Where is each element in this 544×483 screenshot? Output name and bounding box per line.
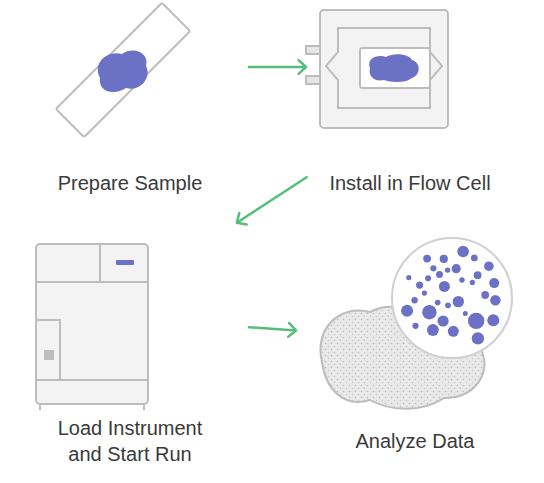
step-caption: Analyze Data <box>315 428 515 454</box>
flow-arrow <box>249 323 296 337</box>
process-step: Install in Flow Cell <box>310 0 510 200</box>
step-caption: Install in Flow Cell <box>310 170 510 196</box>
process-step: Analyze Data <box>300 225 530 460</box>
flow-arrow <box>249 60 306 74</box>
flow-arrow <box>237 177 307 224</box>
process-step: Prepare Sample <box>15 0 245 200</box>
step-caption: Prepare Sample <box>20 170 240 196</box>
glass-slide <box>56 3 190 137</box>
step-caption: Load Instrument and Start Run <box>40 415 220 467</box>
flow-cell <box>306 10 448 128</box>
sequencing-instrument <box>36 244 148 410</box>
process-step: Load Instrument and Start Run <box>15 225 245 480</box>
tissue-data-view <box>320 238 512 409</box>
